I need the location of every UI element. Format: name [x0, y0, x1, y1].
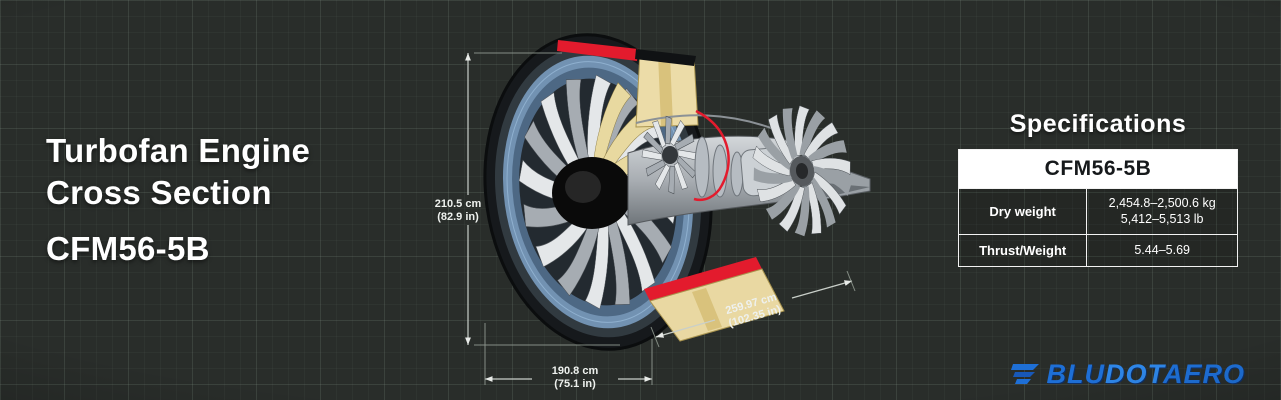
- spec-model-header: CFM56-5B: [958, 149, 1238, 189]
- inlet-red-strip: [557, 40, 638, 61]
- title-line-2: Cross Section: [46, 174, 272, 211]
- spec-value-dry-weight: 2,454.8–2,500.6 kg 5,412–5,513 lb: [1086, 188, 1238, 235]
- dim-length-primary: 190.8 cm: [552, 365, 599, 377]
- title-model: CFM56-5B: [46, 230, 210, 267]
- brand-logo: BLUDOTAERO: [1009, 359, 1245, 390]
- turbofan-engine-illustration: 210.5 cm (82.9 in) 190.8 cm (75.1 in) 25…: [435, 33, 871, 390]
- turbine-blades: [752, 105, 852, 237]
- specifications-panel: Specifications CFM56-5B Dry weight 2,454…: [957, 110, 1238, 267]
- specifications-heading: Specifications: [1009, 110, 1187, 138]
- title-line-1: Turbofan Engine: [46, 132, 311, 169]
- dim-height-secondary: (82.9 in): [437, 211, 479, 223]
- dimension-annotations: 210.5 cm (82.9 in) 190.8 cm (75.1 in) 25…: [435, 52, 856, 390]
- specifications-table: CFM56-5B Dry weight 2,454.8–2,500.6 kg 5…: [957, 149, 1238, 267]
- spinner-cone: [552, 157, 632, 229]
- bottom-red-strip: [644, 257, 762, 301]
- bottom-cowl-cutaway: [649, 268, 785, 342]
- spec-label-dry-weight: Dry weight: [957, 188, 1088, 235]
- table-row: Thrust/Weight 5.44–5.69: [957, 233, 1238, 267]
- spec-value-thrust-weight: 5.44–5.69: [1086, 233, 1238, 267]
- red-highlight-curve: [693, 109, 730, 202]
- booster-blades: [641, 115, 699, 195]
- engine-drawing: [483, 33, 871, 351]
- brand-wordmark: BLUDOTAERO: [1046, 359, 1245, 389]
- wing-icon: [1011, 364, 1040, 384]
- page-title: Turbofan Engine Cross Section CFM56-5B: [46, 130, 310, 270]
- dim-height-primary: 210.5 cm: [435, 198, 482, 210]
- spec-label-thrust-weight: Thrust/Weight: [957, 233, 1088, 267]
- table-row: Dry weight 2,454.8–2,500.6 kg 5,412–5,51…: [957, 188, 1238, 235]
- dim-length-secondary: (75.1 in): [554, 378, 596, 390]
